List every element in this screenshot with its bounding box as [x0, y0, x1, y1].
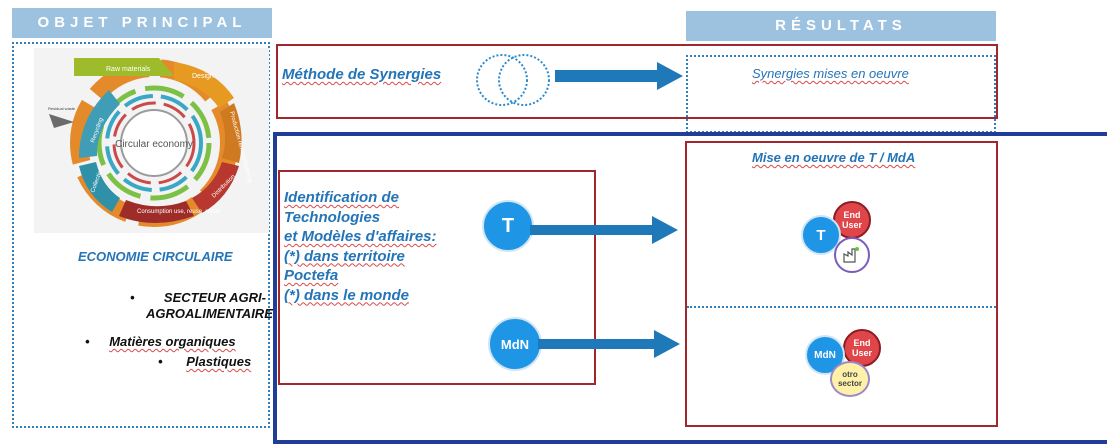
business-model-node: MdN [488, 317, 542, 371]
factory-icon [834, 237, 870, 273]
dotted-connector [686, 119, 996, 133]
technology-arrow [530, 216, 678, 244]
bullet-secteur: SECTEUR AGRI-AGROALIMENTAIRE [146, 290, 273, 321]
business-model-arrow [538, 330, 680, 358]
objet-principal-header: OBJET PRINCIPAL [12, 8, 272, 38]
segment-label-residual-waste: Residual waste [48, 106, 76, 111]
identification-box [278, 170, 596, 385]
bullet-item: • Plastiques [158, 354, 251, 369]
segment-label-raw-materials: Raw materials [106, 66, 151, 73]
bullet-plastiques: Plastiques [186, 354, 252, 369]
economie-circulaire-title: ECONOMIE CIRCULAIRE [78, 249, 233, 264]
bullet-dot: • [158, 354, 163, 369]
resultats-header: RÉSULTATS [686, 11, 996, 41]
bullet-item: • Matières organiques [85, 334, 236, 349]
ident-line-2: Technologies [284, 208, 381, 226]
circular-center-label: Circular economy [115, 139, 193, 150]
synergies-venn-icon [476, 54, 550, 106]
ident-line-6: (*) dans le monde [284, 286, 410, 304]
bullet-item: • SECTEUR AGRI-AGROALIMENTAIRE [80, 290, 273, 322]
synergies-result-box [686, 55, 996, 117]
ident-line-3: et Modèles d'affaires: [284, 228, 437, 245]
otro-sector-node: otro sector [830, 361, 870, 397]
mise-en-oeuvre-title: Mise en oeuvre de T / MdA [752, 150, 916, 165]
segment-label-consumption: Consumption use, reuse, repair [137, 209, 221, 215]
circular-economy-graphic: Circular economy Raw materials Design Pr… [34, 48, 269, 233]
methode-synergies-label: Méthode de Synergies [282, 66, 442, 83]
ident-line-4: (*) dans territoire [284, 247, 405, 265]
mise-en-oeuvre-box [685, 141, 998, 427]
factory-glyph [843, 247, 859, 263]
segment-label-design: Design [192, 73, 214, 80]
ident-line-1: Identification de [284, 189, 400, 206]
left-bullet-list: • SECTEUR AGRI-AGROALIMENTAIRE [80, 290, 273, 322]
identification-text: Identification de Technologies et Modèle… [284, 188, 437, 305]
technologies-frame [273, 132, 1107, 444]
synergies-row-box [276, 44, 998, 119]
ident-line-5: Poctefa [284, 267, 339, 284]
business-model-node-small: MdN [805, 335, 845, 375]
technology-node: T [482, 200, 534, 252]
bullet-matieres: Matières organiques [109, 334, 236, 349]
objet-principal-panel [12, 42, 270, 428]
synergies-arrow [555, 62, 683, 90]
results-divider [687, 306, 996, 308]
synergies-result-label: Synergies mises en oeuvre [752, 66, 909, 81]
bullet-dot: • [85, 334, 90, 349]
bullet-dot: • [130, 290, 135, 305]
